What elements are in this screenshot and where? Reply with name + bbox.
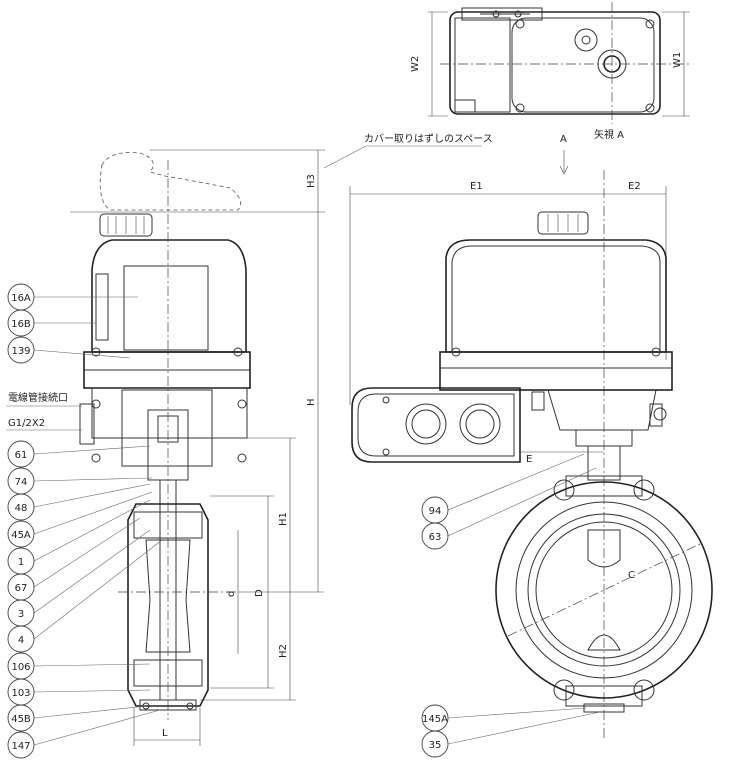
part-number: 61 [15, 450, 28, 461]
part-number: 94 [429, 506, 442, 517]
part-callout: 3 [7, 599, 35, 627]
dim-w2: W2 [410, 56, 421, 72]
part-number: 145A [422, 714, 448, 725]
left-part-callouts: 16A 16B 139 61 74 48 45A 1 67 3 4 106 10… [7, 283, 163, 759]
part-callout: 94 [421, 496, 449, 524]
part-callout: 45A [7, 520, 35, 548]
dim-d-small: d [226, 591, 237, 597]
part-callout: 16A [7, 283, 35, 311]
part-callout: 67 [7, 573, 35, 601]
part-callout: 1 [7, 547, 35, 575]
part-number: 74 [15, 477, 28, 488]
part-number: 139 [11, 346, 30, 357]
part-callout: 48 [7, 493, 35, 521]
part-number: 16B [11, 319, 31, 330]
dim-h1: H1 [278, 512, 289, 526]
part-number: 103 [11, 688, 30, 699]
top-view: W1 W2 矢視 A [410, 2, 690, 141]
left-section-view: H3 H H1 H2 d D L カバー取りはずしのスペース 電線管接続口 G1… [6, 133, 493, 746]
dim-c: C [628, 570, 635, 581]
part-number: 106 [11, 662, 30, 673]
part-number: 67 [15, 583, 28, 594]
part-number: 45B [11, 714, 31, 725]
part-callout: 145A [421, 704, 449, 732]
dim-e: E [526, 454, 532, 465]
right-front-view: A E1 E2 [349, 134, 713, 740]
conduit-note-line2: G1/2X2 [8, 418, 45, 429]
part-callout: 35 [421, 730, 449, 758]
dim-e1: E1 [470, 181, 483, 192]
dim-d-large: D [254, 589, 265, 597]
conduit-note-line1: 電線管接続口 [8, 391, 68, 404]
dim-e2: E2 [628, 181, 641, 192]
part-callout: 147 [7, 731, 35, 759]
right-part-callouts: 94 63 145A 35 [421, 453, 601, 758]
arrow-a-label: A [560, 134, 567, 145]
dim-h3: H3 [306, 174, 317, 188]
part-number: 147 [11, 741, 30, 752]
part-number: 48 [15, 503, 28, 514]
part-callout: 103 [7, 678, 35, 706]
part-number: 45A [11, 530, 31, 541]
part-callout: 16B [7, 309, 35, 337]
dim-l: L [162, 728, 168, 739]
part-callout: 45B [7, 704, 35, 732]
part-number: 3 [18, 609, 24, 620]
cover-clearance-note: カバー取りはずしのスペース [364, 133, 493, 145]
part-callout: 106 [7, 652, 35, 680]
dim-w1: W1 [672, 52, 683, 68]
part-number: 4 [18, 635, 24, 646]
part-callout: 61 [7, 440, 35, 468]
part-callout: 4 [7, 625, 35, 653]
dim-h: H [306, 398, 317, 406]
part-number: 16A [11, 293, 31, 304]
part-callout: 139 [7, 336, 35, 364]
part-number: 1 [18, 557, 24, 568]
part-number: 35 [429, 740, 442, 751]
dim-h2: H2 [278, 644, 289, 658]
part-callout: 74 [7, 467, 35, 495]
part-number: 63 [429, 532, 442, 543]
view-a-caption: 矢視 A [594, 128, 624, 141]
part-callout: 63 [421, 522, 449, 550]
